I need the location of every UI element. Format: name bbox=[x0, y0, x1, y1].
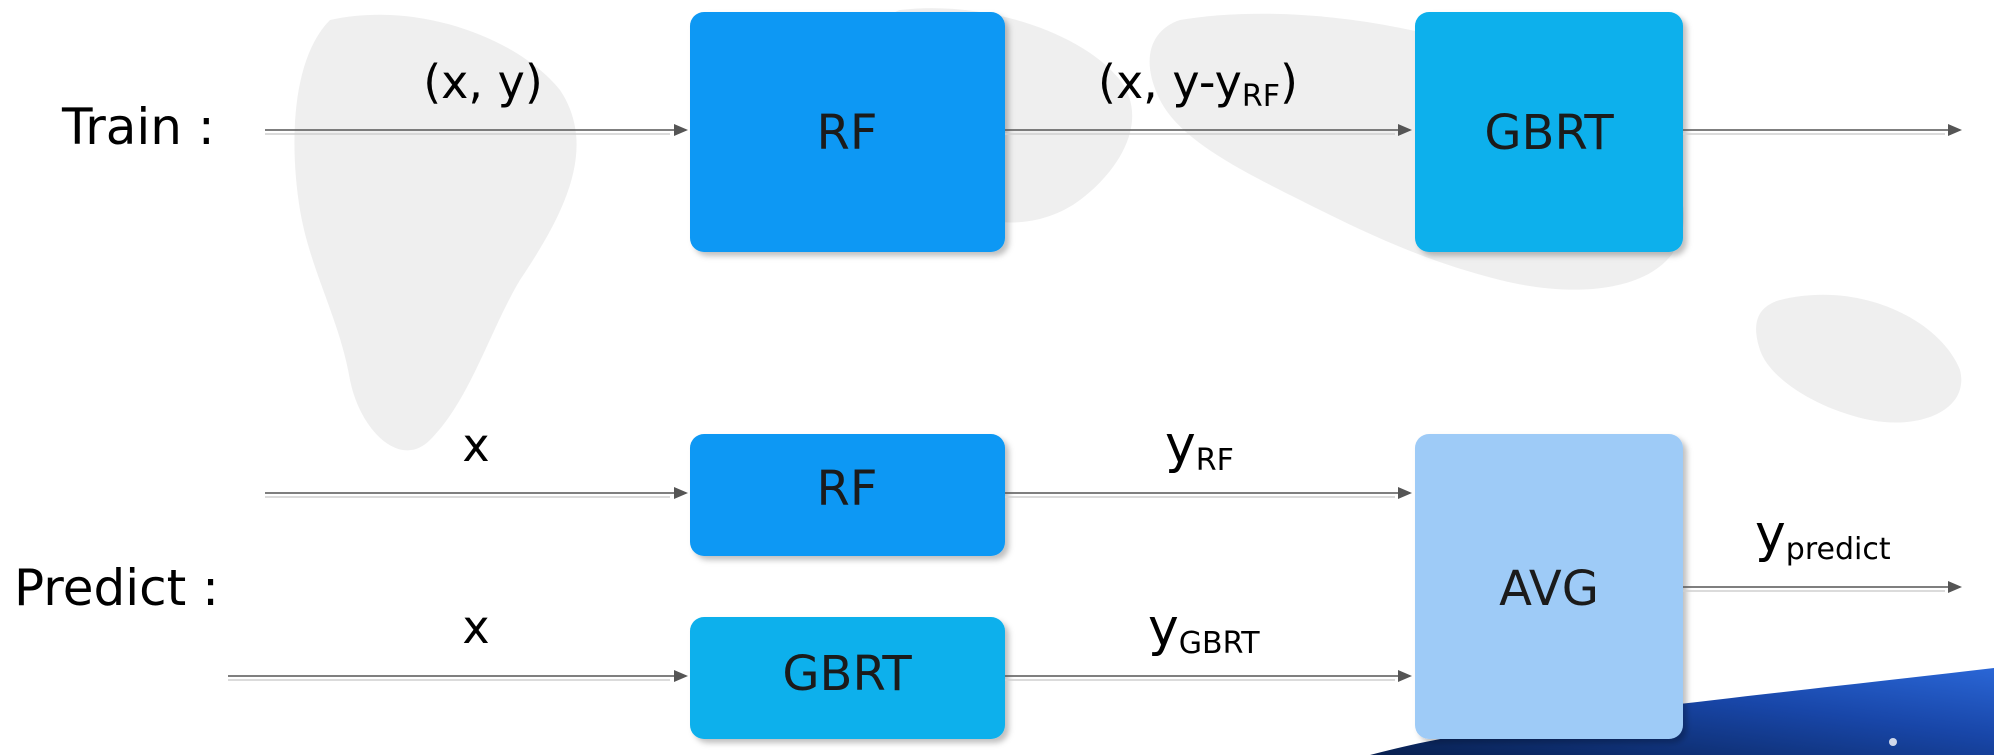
train-input-arrow bbox=[265, 124, 688, 136]
predict-gbrt-output-subscript: GBRT bbox=[1179, 626, 1260, 661]
train-rf-output-arrow bbox=[1005, 124, 1412, 136]
predict-rf-output-label: yRF bbox=[1165, 415, 1234, 478]
train-input-label: (x, y) bbox=[423, 55, 543, 109]
train-rf-output-prefix: (x, y-y bbox=[1098, 55, 1242, 109]
predict-gbrt-box-label: GBRT bbox=[782, 646, 912, 702]
predict-gbrt-box bbox=[690, 617, 1005, 739]
row-label-predict: Predict : bbox=[14, 559, 219, 617]
row-label-train: Train : bbox=[61, 98, 215, 156]
predict-rf-output-arrow bbox=[1005, 487, 1412, 499]
predict-gbrt-output-main: y bbox=[1148, 598, 1179, 658]
predict-rf-output-subscript: RF bbox=[1196, 443, 1234, 478]
corner-star bbox=[1889, 738, 1897, 746]
predict-avg-box-label: AVG bbox=[1499, 561, 1599, 617]
predict-rf-box bbox=[690, 434, 1005, 556]
predict-rf-box-label: RF bbox=[817, 461, 878, 517]
predict-final-output-arrow bbox=[1683, 581, 1962, 593]
predict-final-output-main: y bbox=[1755, 504, 1786, 564]
train-gbrt-output-arrow bbox=[1683, 124, 1962, 136]
predict-rf-input-arrow bbox=[265, 487, 688, 499]
train-rf-box bbox=[690, 12, 1005, 252]
predict-rf-input-label: x bbox=[462, 418, 489, 472]
predict-gbrt-output-arrow bbox=[1005, 670, 1412, 682]
predict-gbrt-input-arrow bbox=[228, 670, 688, 682]
predict-gbrt-output-label: yGBRT bbox=[1148, 598, 1260, 661]
predict-rf-output-main: y bbox=[1165, 415, 1196, 475]
predict-gbrt-input-label: x bbox=[462, 600, 489, 654]
predict-final-output-label: ypredict bbox=[1755, 504, 1891, 567]
train-rf-box-label: RF bbox=[817, 105, 878, 161]
train-rf-output-subscript: RF bbox=[1242, 79, 1280, 114]
train-rf-output-suffix: ) bbox=[1280, 55, 1298, 109]
train-rf-output-label: (x, y-yRF) bbox=[1098, 55, 1298, 114]
predict-final-output-subscript: predict bbox=[1786, 532, 1891, 567]
train-gbrt-box bbox=[1415, 12, 1683, 252]
train-gbrt-box-label: GBRT bbox=[1484, 105, 1614, 161]
predict-avg-box bbox=[1415, 434, 1683, 739]
